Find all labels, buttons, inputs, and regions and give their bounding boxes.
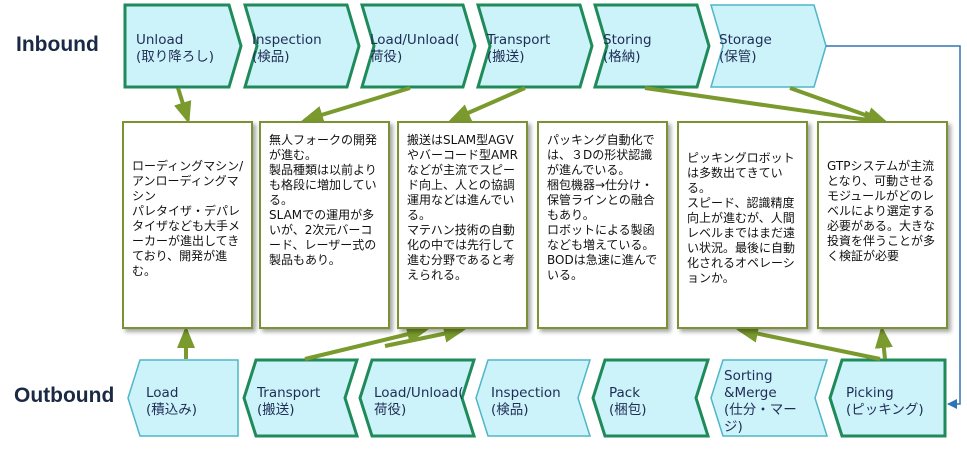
outbound-label: Outbound xyxy=(14,384,115,407)
arrow-storing-to-note6 xyxy=(644,86,886,129)
stage-outbound-transport: Transport(搬送) xyxy=(257,385,321,418)
note-load-unload-machines: ローディングマシン/アンローディングマシン パレタイザ・デパレタイザなども大手メ… xyxy=(122,121,253,329)
stage-inbound-transport: Transport(搬送) xyxy=(487,32,551,65)
stage-inbound-loadunload: Load/Unload(荷役) xyxy=(370,32,460,65)
inbound-label: Inbound xyxy=(16,33,99,56)
arrow-storage-to-note6 xyxy=(789,86,889,125)
stage-inbound-inspection: Inspection(検品) xyxy=(252,32,322,65)
storage-to-picking-connector xyxy=(826,45,961,409)
chevron-inbound-storage xyxy=(709,4,827,88)
arrow-sorting-to-note5 xyxy=(736,324,881,361)
note-packing-automation: パッキング自動化では、３Dの形状認識が進んでいる。 梱包機器→仕分け・保管ライン… xyxy=(537,121,668,329)
chevron-outbound-transport xyxy=(242,358,360,438)
arrow-transport-to-note3 xyxy=(448,86,526,122)
stage-inbound-storing: Storing(格納) xyxy=(603,32,652,65)
stage-outbound-loadunload: Load/Unload(荷役) xyxy=(374,385,464,418)
note-gtp-system: GTPシステムが主流となり、可動させるモジュールがどのレベルにより選定する必要が… xyxy=(817,121,948,329)
chevron-inbound-unload xyxy=(123,3,243,89)
stage-inbound-unload: Unload(取り降ろし) xyxy=(136,32,215,65)
chevron-outbound-inspection xyxy=(475,359,592,437)
stage-outbound-picking: Picking(ピッキング) xyxy=(846,385,924,418)
chevron-outbound-sorting xyxy=(710,359,829,437)
stage-outbound-pack: Pack(梱包) xyxy=(609,385,647,418)
stage-inbound-storage: Storage(保管) xyxy=(719,32,772,65)
chevron-inbound-loadunload xyxy=(359,3,477,89)
chevron-inbound-storing xyxy=(592,3,711,89)
arrow-unload-to-note1 xyxy=(174,87,192,124)
chevron-outbound-picking xyxy=(828,358,947,438)
stage-outbound-load: Load(積込み) xyxy=(146,385,198,418)
arrow-outtransport-to-note2 xyxy=(304,325,429,361)
arrow-loadunload-to-note2 xyxy=(301,86,411,124)
chevron-outbound-loadunload xyxy=(358,358,477,438)
note-transport-agv-amr: 搬送はSLAM型AGVやバーコード型AMRなどが主流でスピード向上、人との協調運… xyxy=(397,121,528,329)
note-unmanned-forklift: 無人フォークの開発が進む。 製品種類は以前よりも格段に増加している。 SLAMで… xyxy=(259,121,390,329)
chevron-inbound-inspection xyxy=(242,3,361,89)
arrow-picking-to-note6 xyxy=(874,326,893,360)
stage-outbound-inspection: Inspection(検品) xyxy=(491,385,561,418)
chevron-outbound-pack xyxy=(591,358,711,438)
note-picking-robots: ピッキングロボットは多数出てきている。 スピード、認識精度向上が進むが、人間レベ… xyxy=(677,121,808,329)
chevron-outbound-load xyxy=(127,359,239,437)
chevron-inbound-transport xyxy=(475,3,594,89)
stage-outbound-sorting: Sorting&Merge(仕分・マージ) xyxy=(724,368,797,435)
arrow-outloadunload-to-note3 xyxy=(384,324,466,348)
